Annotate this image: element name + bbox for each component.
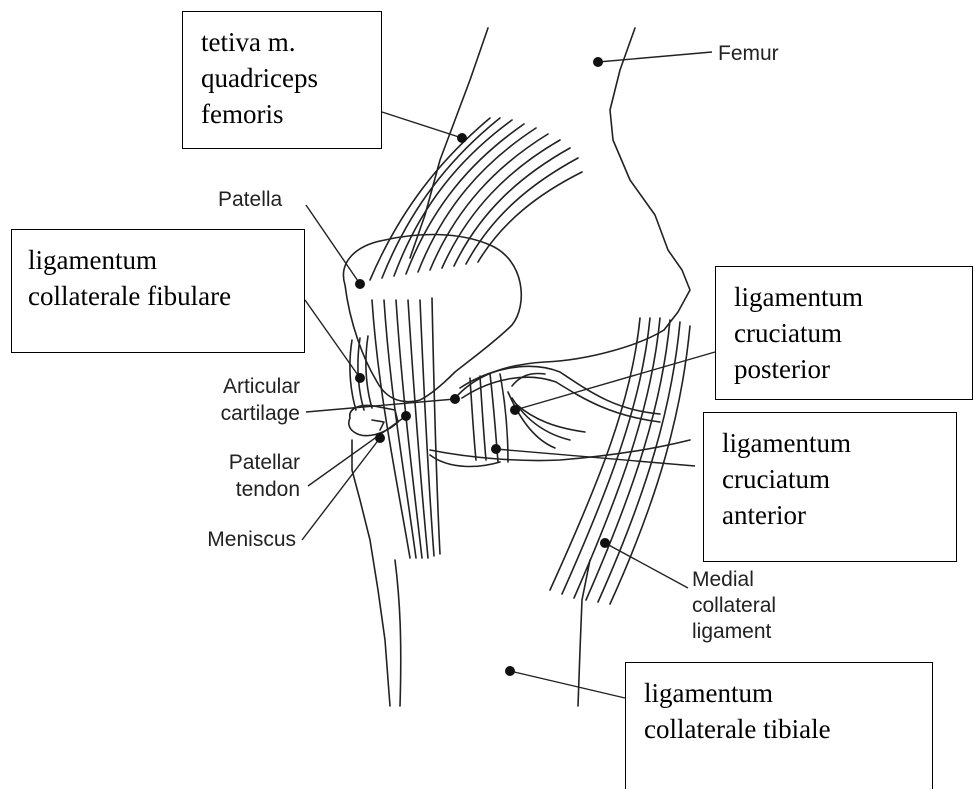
tibial-collateral-box-line1: ligamentum	[644, 675, 918, 711]
leader-medial-collateral	[605, 543, 688, 588]
patella-label: Patella	[218, 188, 283, 211]
medial-collateral-label-line2: collateral	[692, 594, 776, 617]
quadriceps-box-line2: quadriceps	[201, 60, 367, 96]
leader-meniscus	[302, 438, 380, 540]
tibial-collateral-dot	[505, 666, 515, 676]
femur-dot	[593, 57, 603, 67]
anterior-cruciate-box: ligamentum cruciatum anterior	[703, 412, 957, 562]
meniscus-fold	[372, 420, 384, 430]
femur-outline	[410, 28, 488, 258]
posterior-cruciate-box-line1: ligamentum	[734, 279, 958, 315]
posterior-cruciate-dot	[510, 405, 520, 415]
tibial-plateau	[430, 440, 690, 461]
fibular-collateral-box-line1: ligamentum	[28, 242, 290, 278]
tibial-collateral-box-line2: collaterale tibiale	[644, 711, 918, 747]
meniscus-dot	[375, 433, 385, 443]
anterior-cruciate-dot	[491, 444, 501, 454]
posterior-cruciate-box: ligamentum cruciatum posterior	[715, 266, 973, 400]
meniscus-label: Meniscus	[207, 528, 296, 551]
articular-cartilage-label-line1: Articular	[223, 375, 300, 398]
quadriceps-box-line1: tetiva m.	[201, 24, 367, 60]
medial-collateral-label-line1: Medial	[692, 568, 754, 591]
tibial-plateau-front	[430, 455, 500, 466]
leader-posterior-cruciate	[515, 352, 715, 410]
anterior-cruciate-box-line3: anterior	[722, 497, 942, 533]
tibia-front-outline	[395, 560, 401, 706]
femur-label: Femur	[718, 42, 779, 65]
posterior-cruciate-box-line3: posterior	[734, 351, 958, 387]
medial-collateral-label-line3: ligament	[692, 620, 772, 643]
articular-cartilage-dot	[450, 394, 460, 404]
leader-patella	[306, 205, 360, 284]
tibial-collateral-box: ligamentum collaterale tibiale	[625, 662, 933, 789]
patellar-tendon-fibers	[372, 298, 440, 558]
fibular-collateral-box: ligamentum collaterale fibulare	[11, 229, 305, 353]
leader-femur	[598, 52, 712, 62]
fibular-collateral-box-line2: collaterale fibulare	[28, 278, 290, 314]
leader-articular-cartilage	[306, 399, 455, 412]
patellar-tendon-dot	[401, 411, 411, 421]
femur-posterior-outline	[610, 28, 690, 330]
cruciate-ligament-fibers	[470, 374, 585, 463]
quadriceps-box-line3: femoris	[201, 96, 367, 132]
articular-cartilage-label-line2: cartilage	[221, 402, 300, 425]
quadriceps-tendon-fibers	[370, 118, 582, 280]
medial-collateral-dot	[600, 538, 610, 548]
anterior-cruciate-box-line2: cruciatum	[722, 461, 942, 497]
leader-fibular-collateral	[305, 300, 360, 378]
patellar-tendon-label-line2: tendon	[236, 478, 300, 501]
fibular-collateral-dot	[355, 373, 365, 383]
quadriceps-dot	[457, 133, 467, 143]
tibia-posterior-outline	[578, 560, 590, 706]
leader-quadriceps	[382, 112, 462, 138]
patellar-tendon-label-line1: Patellar	[229, 451, 300, 474]
anterior-cruciate-box-line1: ligamentum	[722, 425, 942, 461]
leader-tibial-collateral	[510, 671, 625, 698]
tibia-anterior-outline	[352, 440, 390, 706]
patella-dot	[355, 279, 365, 289]
medial-collateral-fibers	[550, 318, 690, 604]
quadriceps-tendon-box: tetiva m. quadriceps femoris	[182, 11, 382, 149]
posterior-cruciate-box-line2: cruciatum	[734, 315, 958, 351]
